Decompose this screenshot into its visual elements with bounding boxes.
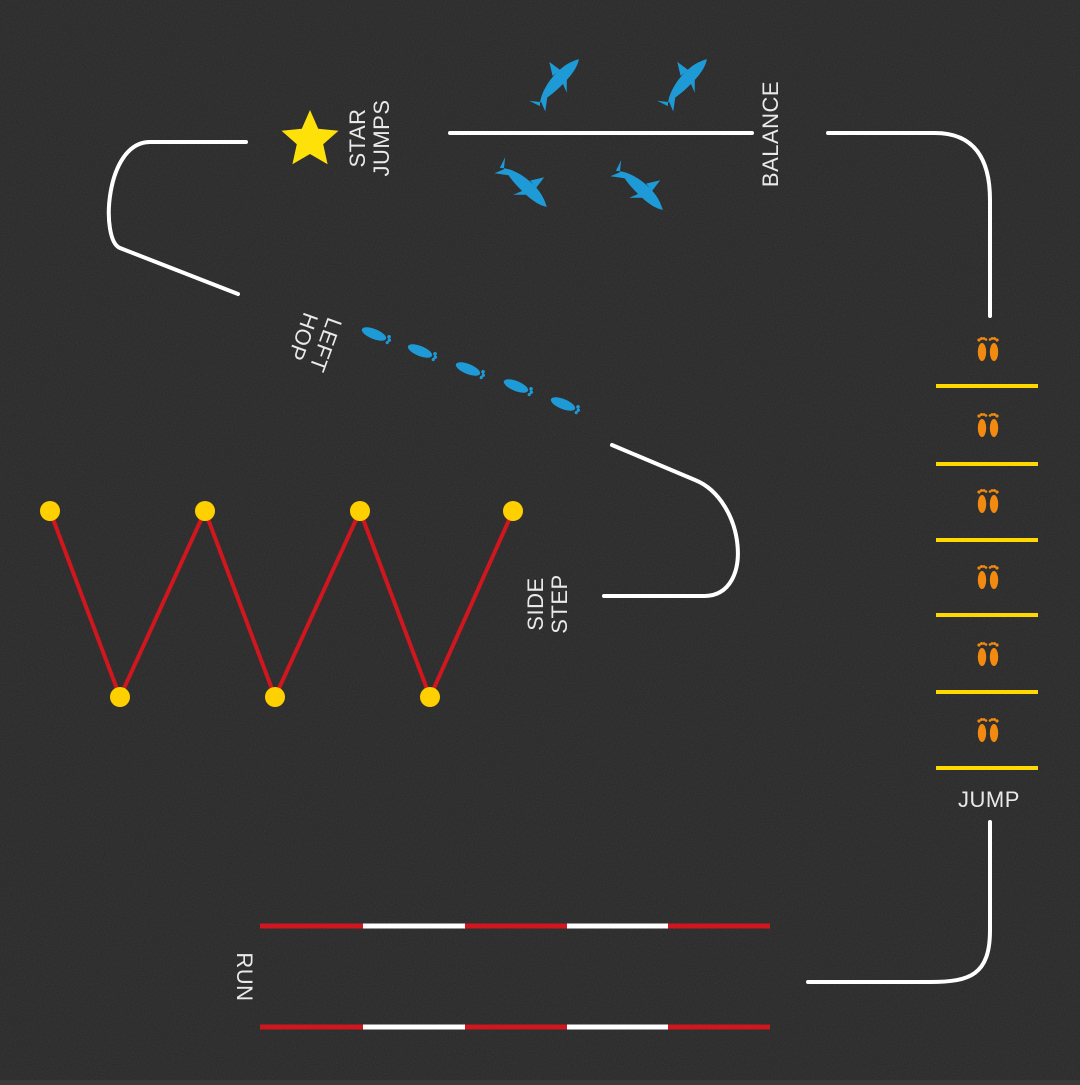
label-star-jumps: STAR JUMPS	[345, 99, 394, 177]
top-right-corner-line	[826, 131, 992, 318]
star-icon	[281, 110, 339, 165]
run-lanes	[260, 923, 770, 1030]
bottom-right-corner-line	[806, 820, 992, 984]
zigzag-dot	[503, 501, 523, 521]
zigzag-dot	[350, 501, 370, 521]
zigzag-dot	[195, 501, 215, 521]
zigzag-dots	[40, 501, 523, 707]
jump-ladder-bars	[936, 384, 1038, 770]
u-turn-left-line	[106, 140, 248, 296]
side-step-curve-line	[602, 443, 740, 598]
label-side-step: SIDE STEP	[523, 574, 572, 634]
label-run: RUN	[232, 952, 257, 1002]
label-jump: JUMP	[958, 787, 1020, 812]
zigzag-dot	[420, 687, 440, 707]
track-lines	[106, 131, 992, 984]
zigzag-dot	[40, 501, 60, 521]
zigzag-dot	[110, 687, 130, 707]
label-balance: BALANCE	[758, 80, 783, 188]
zigzag-dot	[265, 687, 285, 707]
